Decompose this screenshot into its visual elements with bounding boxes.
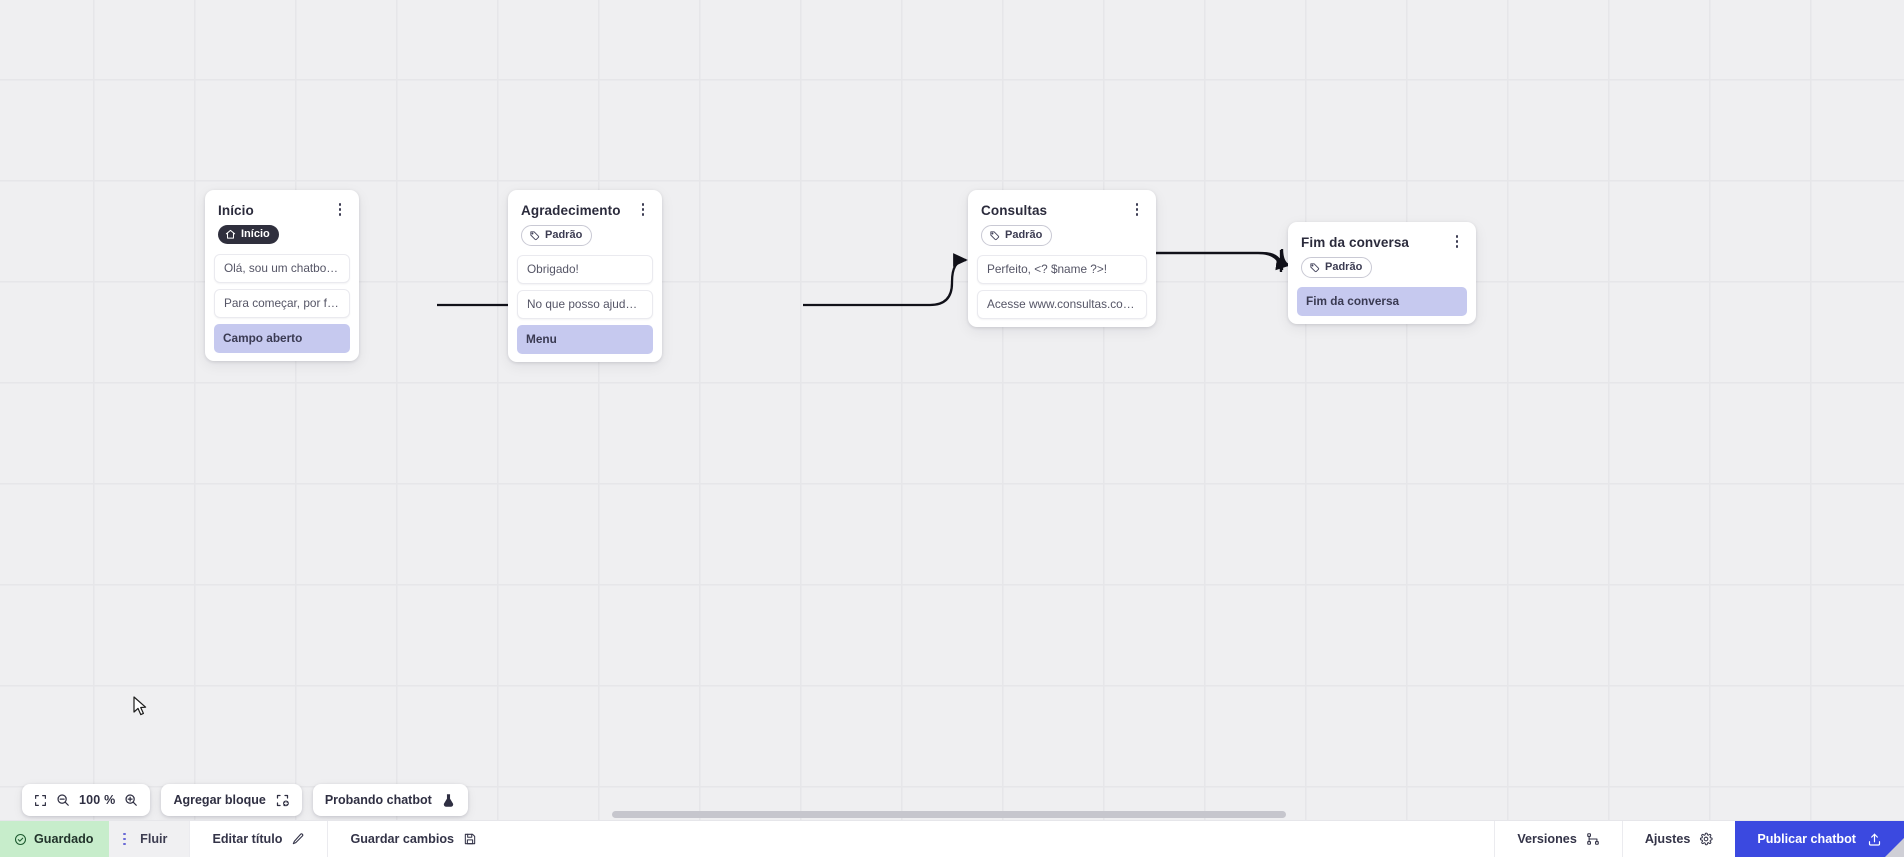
zoom-out-icon[interactable] bbox=[56, 793, 70, 807]
flow-node-fim[interactable]: Fim da conversa Padrão Fim da conversa bbox=[1288, 222, 1476, 324]
statusbar-spacer bbox=[499, 821, 1494, 857]
kebab-icon[interactable] bbox=[123, 832, 127, 846]
saved-label: Guardado bbox=[34, 832, 94, 846]
branch-icon bbox=[1587, 833, 1599, 845]
home-icon bbox=[225, 229, 236, 239]
settings-label: Ajustes bbox=[1644, 832, 1691, 846]
saved-status-badge: Guardado bbox=[0, 821, 110, 857]
node-title: Início bbox=[218, 203, 254, 218]
mouse-cursor bbox=[133, 696, 147, 716]
zoom-in-icon[interactable] bbox=[124, 793, 138, 807]
corner-fold bbox=[1885, 838, 1904, 857]
publish-chatbot-button[interactable]: Publicar chatbot bbox=[1735, 821, 1904, 857]
node-badge-row: Início bbox=[205, 219, 359, 254]
test-chatbot-label: Probando chatbot bbox=[324, 793, 432, 807]
node-action[interactable]: Menu bbox=[517, 325, 653, 354]
node-header: Fim da conversa bbox=[1288, 222, 1476, 251]
flow-node-consultas[interactable]: Consultas Padrão Perfeito, <? $name ?>! … bbox=[968, 190, 1156, 327]
node-action[interactable]: Campo aberto bbox=[214, 324, 350, 353]
node-title: Fim da conversa bbox=[1301, 235, 1410, 250]
pencil-icon bbox=[293, 833, 304, 845]
node-title: Agradecimento bbox=[521, 203, 621, 218]
node-badge-row: Padrão bbox=[508, 219, 662, 255]
scrollbar-thumb[interactable] bbox=[612, 811, 1286, 818]
edit-title-button[interactable]: Editar título bbox=[189, 821, 327, 857]
gear-icon bbox=[1700, 832, 1713, 846]
node-message[interactable]: Acesse www.consultas.com par... bbox=[977, 290, 1147, 319]
node-message[interactable]: Obrigado! bbox=[517, 255, 653, 284]
node-badge-row: Padrão bbox=[968, 219, 1156, 255]
save-changes-label: Guardar cambios bbox=[350, 832, 455, 846]
node-menu-icon[interactable] bbox=[332, 201, 348, 219]
edge-layer bbox=[437, 248, 1291, 312]
test-chatbot-button[interactable]: Probando chatbot bbox=[312, 784, 468, 816]
publish-label: Publicar chatbot bbox=[1757, 832, 1856, 846]
node-menu-icon[interactable] bbox=[1449, 233, 1465, 251]
node-header: Início bbox=[205, 190, 359, 219]
node-body: Obrigado! No que posso ajudar, <? $name … bbox=[508, 255, 662, 354]
fit-screen-icon[interactable] bbox=[34, 794, 47, 807]
tag-icon bbox=[1310, 263, 1320, 273]
node-menu-icon[interactable] bbox=[635, 201, 651, 219]
node-message[interactable]: Olá, sou um chatbot de teste! bbox=[214, 254, 350, 283]
node-badge-label: Início bbox=[241, 228, 270, 240]
upload-icon bbox=[1868, 833, 1881, 846]
versions-button[interactable]: Versiones bbox=[1494, 821, 1622, 857]
node-badge-row: Padrão bbox=[1288, 251, 1476, 287]
tab-fluir[interactable]: Fluir bbox=[109, 821, 190, 857]
add-block-label: Agregar bloque bbox=[173, 793, 266, 807]
node-badge-label: Padrão bbox=[545, 229, 583, 241]
node-badge-default: Padrão bbox=[1301, 257, 1373, 278]
status-bar: Guardado Fluir Editar título Guardar cam… bbox=[0, 820, 1904, 857]
canvas-toolbar: 100 % Agregar bloque Probando chatbot bbox=[22, 784, 468, 816]
node-message[interactable]: Para começar, por favor digite o ... bbox=[214, 289, 350, 318]
add-block-button[interactable]: Agregar bloque bbox=[161, 784, 302, 816]
flow-canvas[interactable]: Início Início Olá, sou um chatbot de tes… bbox=[0, 0, 1904, 820]
settings-button[interactable]: Ajustes bbox=[1621, 821, 1736, 857]
node-message[interactable]: Perfeito, <? $name ?>! bbox=[977, 255, 1147, 284]
tag-icon bbox=[990, 231, 1000, 241]
node-menu-icon[interactable] bbox=[1129, 201, 1145, 219]
add-block-icon bbox=[275, 793, 290, 808]
node-action[interactable]: Fim da conversa bbox=[1297, 287, 1467, 316]
edge-consultas-fim-tail bbox=[1155, 249, 1291, 273]
node-message[interactable]: No que posso ajudar, <? $name ... bbox=[517, 290, 653, 319]
node-body: Olá, sou um chatbot de teste! Para começ… bbox=[205, 254, 359, 353]
versions-label: Versiones bbox=[1517, 832, 1577, 846]
canvas-horizontal-scrollbar[interactable] bbox=[0, 809, 1904, 820]
node-badge-start: Início bbox=[218, 225, 279, 244]
node-badge-default: Padrão bbox=[521, 225, 593, 246]
node-badge-default: Padrão bbox=[981, 225, 1053, 246]
zoom-level: 100 % bbox=[79, 793, 116, 807]
edit-title-label: Editar título bbox=[212, 832, 283, 846]
node-body: Perfeito, <? $name ?>! Acesse www.consul… bbox=[968, 255, 1156, 319]
node-badge-label: Padrão bbox=[1325, 261, 1363, 273]
flask-icon bbox=[441, 793, 456, 808]
tab-fluir-label: Fluir bbox=[140, 832, 168, 846]
flow-node-inicio[interactable]: Início Início Olá, sou um chatbot de tes… bbox=[205, 190, 359, 361]
tag-icon bbox=[530, 231, 540, 241]
node-body: Fim da conversa bbox=[1288, 287, 1476, 316]
node-title: Consultas bbox=[981, 203, 1048, 218]
zoom-controls: 100 % bbox=[22, 784, 151, 816]
node-badge-label: Padrão bbox=[1005, 229, 1043, 241]
flow-node-agradecimento[interactable]: Agradecimento Padrão Obrigado! No que po… bbox=[508, 190, 662, 362]
check-circle-icon bbox=[14, 833, 27, 845]
edge-agradecimento-consultas bbox=[803, 253, 968, 307]
node-header: Agradecimento bbox=[508, 190, 662, 219]
save-changes-button[interactable]: Guardar cambios bbox=[327, 821, 499, 857]
node-header: Consultas bbox=[968, 190, 1156, 219]
save-disk-icon bbox=[464, 833, 476, 845]
